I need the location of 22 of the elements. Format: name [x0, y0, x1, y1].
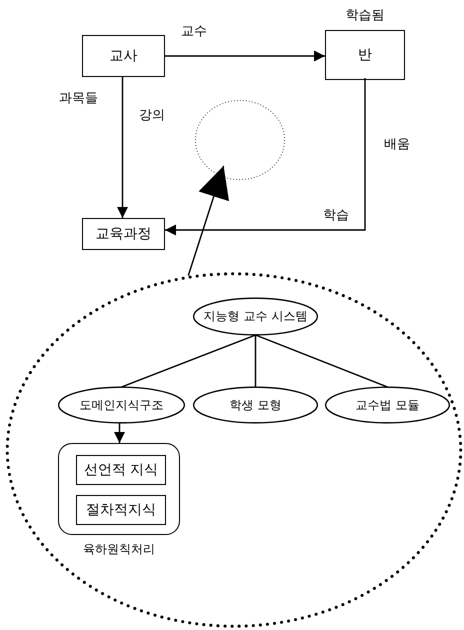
- process-box: 교육과정: [82, 218, 165, 250]
- arrow: [165, 50, 325, 62]
- process-box: 교사: [82, 35, 165, 77]
- process-box: 절차적지식: [76, 495, 166, 525]
- edge-label: 교수: [180, 24, 208, 39]
- process-box: 선언적 지식: [76, 455, 166, 485]
- process-box: 반: [325, 30, 405, 80]
- annotation-text: 학습: [322, 208, 350, 223]
- node-heading: 학습됨: [344, 8, 386, 25]
- arrow: [188, 166, 230, 276]
- arrow: [165, 78, 366, 236]
- arrow: [117, 77, 128, 218]
- ellipse-node: 학생 모형: [193, 387, 318, 423]
- ellipse-node: 도메인지식구조: [58, 387, 185, 423]
- ellipse-node: 교수법 모듈: [325, 387, 450, 423]
- arrow: [114, 423, 125, 443]
- edge-label: 강의: [138, 108, 166, 123]
- group-caption: 육하원칙처리: [82, 541, 156, 558]
- ellipse-node: 지능형 교수 시스템: [193, 298, 318, 335]
- annotation-text: 과목들: [58, 91, 99, 106]
- dotted-circle: [195, 100, 285, 180]
- edge-label: 배움: [383, 137, 411, 152]
